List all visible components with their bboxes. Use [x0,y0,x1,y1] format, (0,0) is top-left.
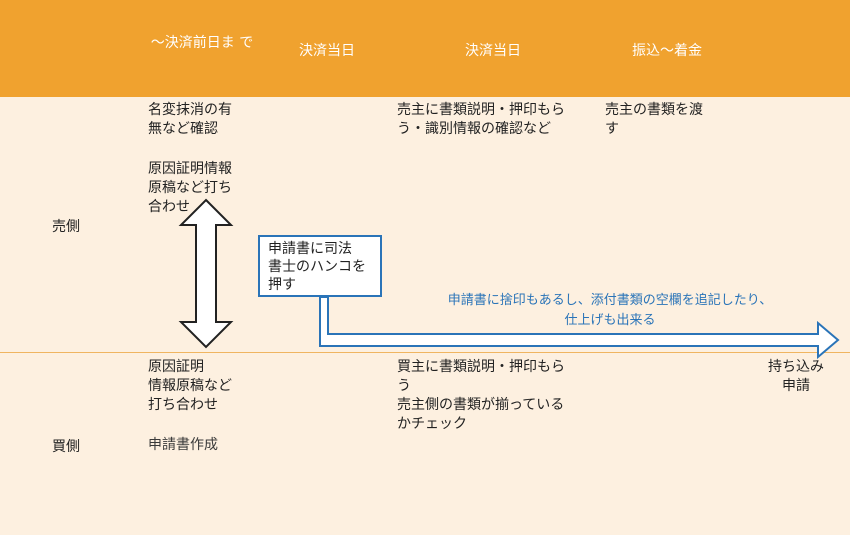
seal-stamp-box: 申請書に司法 書士のハンコを 押す [258,235,382,297]
header-col-until-day-before: ～決済前日ま で [150,35,254,51]
double-arrow-icon [178,198,234,349]
buyer-bring-in-application: 持ち込み 申請 [768,359,824,394]
header-band: ～決済前日ま で 決済当日 決済当日 振込～着金 [0,0,850,97]
row-divider [0,352,850,353]
header-col-settlement-day-2: 決済当日 [465,43,521,59]
seller-hand-over-documents: 売主の書類を渡 す [605,102,703,137]
buyer-row-label: 買側 [52,439,80,455]
header-col-transfer-to-arrival: 振込～着金 [632,43,702,59]
seller-name-change-check: 名変抹消の有 無など確認 [148,102,232,137]
flow-arrow-icon [319,296,840,360]
flow-note: 申請書に捨印もあるし、添付書類の空欄を追記したり、 仕上げも出来る [447,293,773,328]
body-area [0,97,850,535]
seller-row-label: 売側 [52,219,80,235]
seller-settlement-tasks: 売主に書類説明・押印もら う・識別情報の確認など [397,102,565,137]
buyer-cause-info-meeting: 原因証明 情報原稿など 打ち合わせ [148,359,232,413]
header-col-settlement-day-1: 決済当日 [299,43,355,59]
seller-cause-info-meeting: 原因証明情報 原稿など打ち 合わせ [148,161,232,215]
buyer-settlement-tasks: 買主に書類説明・押印もら う 売主側の書類が揃っている かチェック [397,359,565,432]
buyer-create-application: 申請書作成 [148,437,218,453]
